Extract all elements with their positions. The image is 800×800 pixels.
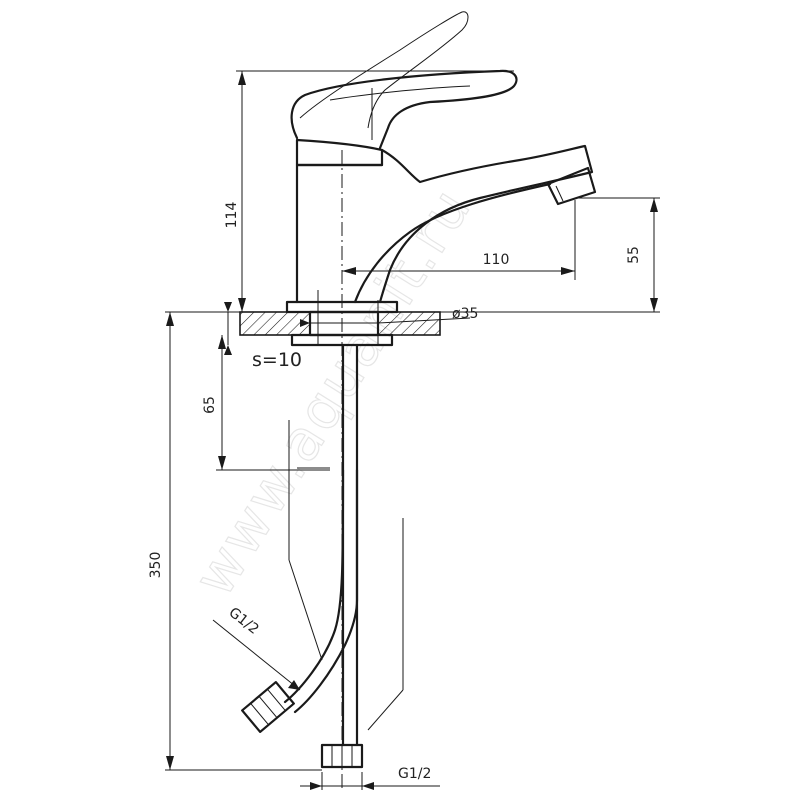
spout-underside	[353, 182, 552, 304]
aerator-detail	[555, 185, 564, 202]
dim-diameter-35: ø35	[452, 306, 478, 322]
dim-g12-angled: G1/2	[226, 605, 262, 638]
hose-nut-angled	[241, 681, 295, 733]
bent-hose-inner	[293, 468, 359, 714]
dim-g12-bottom: G1/2	[398, 766, 431, 782]
handle-outline	[290, 69, 518, 150]
stud-line-left-2	[288, 559, 323, 661]
handle-raised-outline	[299, 11, 469, 129]
dimension-lines	[165, 70, 660, 790]
deck-right-hatch	[377, 311, 441, 336]
handle-detail-curve	[329, 85, 471, 101]
deck-left-hatch	[239, 311, 311, 336]
body-column	[295, 163, 384, 304]
spout-outline	[378, 144, 594, 304]
dim-thickness: s=10	[252, 349, 302, 371]
watermark-text: www.aquanit.ru	[182, 177, 485, 608]
dim-55: 55	[626, 246, 642, 264]
dim-350: 350	[148, 552, 164, 579]
cap-outline	[295, 138, 384, 167]
dim-110: 110	[483, 252, 510, 268]
dim-114: 114	[224, 202, 240, 229]
stud-line-right-2	[367, 689, 404, 731]
dim-65: 65	[202, 396, 218, 414]
deck-section	[239, 310, 441, 347]
hoses	[241, 343, 404, 769]
aerator-outline	[546, 166, 597, 206]
faucet-body	[285, 11, 597, 314]
bent-hose-outer	[283, 468, 345, 704]
